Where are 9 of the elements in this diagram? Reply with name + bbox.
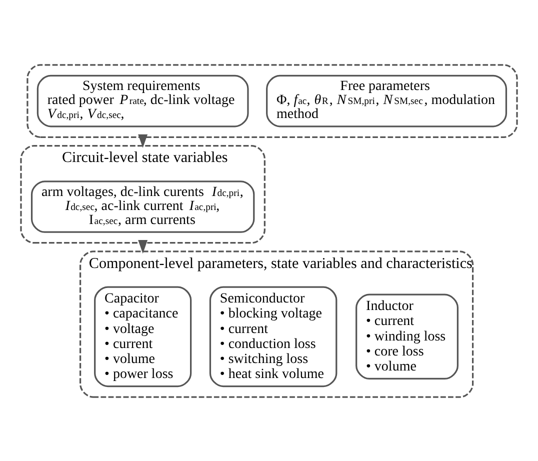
node-box: System requirements rated power Prate, dc-link voltage Vdc,pri, Vdc,sec, <box>36 74 249 127</box>
node-box: arm voltages, dc-link curents Idc,pri, Idc,sec, ac-link current Iac,pri, Iac,sec, arm currents <box>30 180 255 232</box>
node-box: Free parameters Φ, fac, θR, NSM,pri, NSM,sec, modulation method <box>266 74 508 127</box>
arrow <box>138 134 148 148</box>
arrow <box>138 240 148 254</box>
node-box: Semiconductor • blocking voltage • current • conduction loss • switching loss • heat sink volume <box>209 286 338 387</box>
cluster <box>26 64 518 138</box>
node-box: Inductor • current • winding loss • core loss • volume <box>356 293 459 380</box>
node-box: Capacitor • capacitance • voltage • current • volume • power loss <box>94 286 192 387</box>
